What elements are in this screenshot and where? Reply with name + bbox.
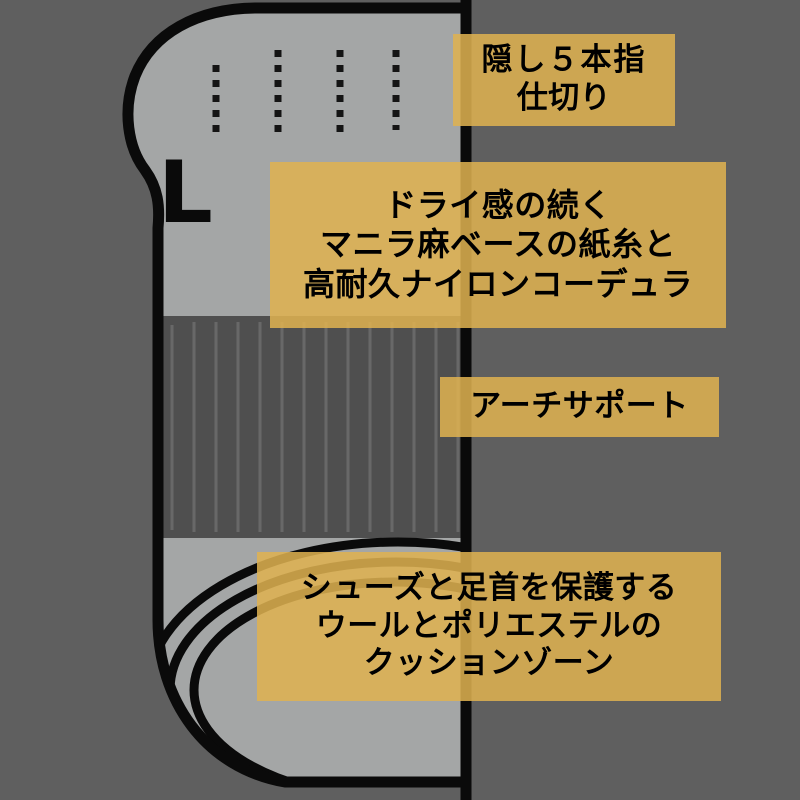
callout-toe-divider-line-2: 仕切り [516, 80, 612, 116]
size-label: L [158, 143, 213, 243]
callout-toe-divider-line-1: 隠し５本指 [481, 42, 647, 79]
callout-material: ドライ感の続く マニラ麻ベースの紙糸と 高耐久ナイロンコーデュラ [270, 162, 726, 328]
callout-material-line-3: 高耐久ナイロンコーデュラ [302, 264, 693, 303]
callout-cushion-zone: シューズと足首を保護する ウールとポリエステルの クッションゾーン [257, 552, 721, 701]
callout-material-line-2: マニラ麻ベースの紙糸と [320, 225, 676, 264]
callout-arch-support: アーチサポート [440, 377, 719, 437]
arch-support-band [127, 316, 466, 538]
callout-cushion-zone-line-1: シューズと足首を保護する [300, 569, 678, 606]
callout-arch-support-line-1: アーチサポート [470, 388, 689, 425]
callout-cushion-zone-line-2: ウールとポリエステルの [315, 607, 663, 644]
callout-toe-divider: 隠し５本指 仕切り [453, 34, 675, 126]
sock-outline [122, 2, 472, 788]
callout-material-line-1: ドライ感の続く [384, 186, 612, 225]
callout-cushion-zone-line-3: クッションゾーン [363, 645, 615, 682]
toe-divider-lines [212, 50, 400, 138]
